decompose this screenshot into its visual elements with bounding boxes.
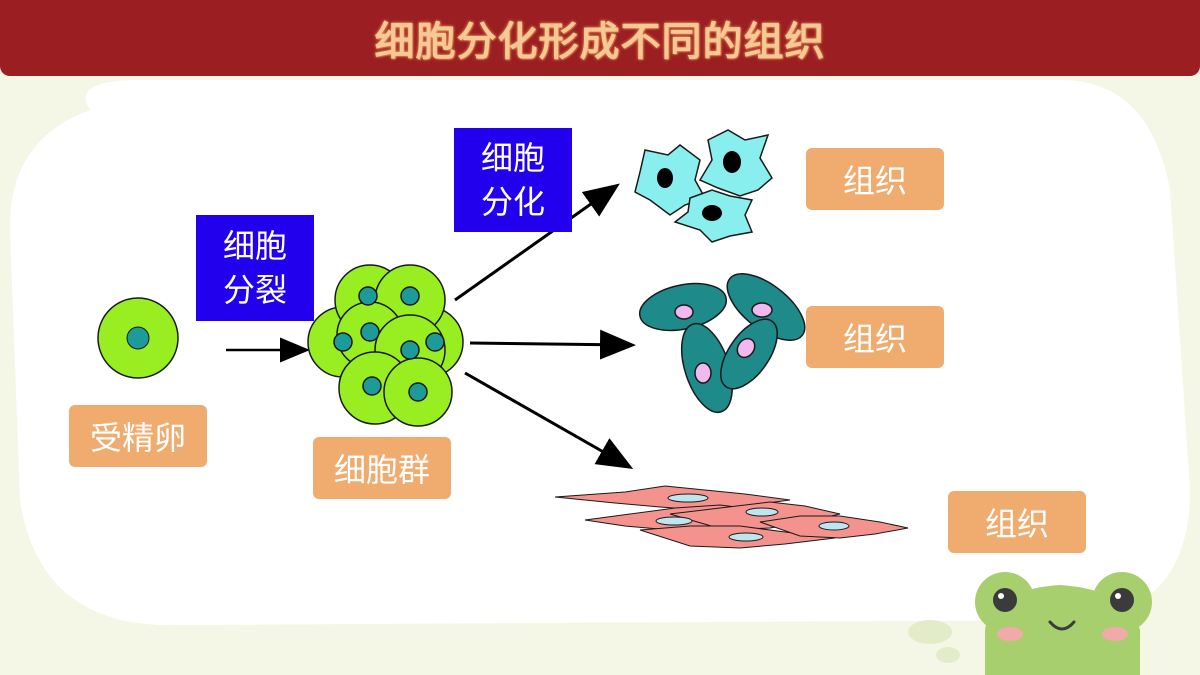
header-bar: 细胞分化形成不同的组织 [0, 0, 1200, 76]
arrow-to-tissue-3 [464, 371, 634, 469]
cell-group-cluster [307, 264, 464, 427]
label-tissue-3: 组织 [948, 491, 1086, 553]
fertilized-egg-cell [97, 297, 179, 379]
tissue-2-cells [638, 273, 806, 414]
frog-mascot [908, 572, 1152, 675]
process-cell-differentiation: 细胞 分化 [454, 128, 572, 232]
arrow-to-tissue-2 [469, 329, 636, 360]
page-title: 细胞分化形成不同的组织 [374, 19, 826, 65]
label-tissue-2: 组织 [806, 306, 944, 368]
tissue-1-cells [634, 129, 773, 243]
process-cell-differentiation-line2: 分化 [480, 183, 545, 221]
watermark-en: EN [1126, 528, 1171, 561]
process-cell-division-line2: 分裂 [222, 271, 287, 309]
process-cell-division-line1: 细胞 [222, 227, 287, 265]
label-tissue-1: 组织 [806, 148, 944, 210]
arrow-to-tissue-1 [454, 183, 620, 302]
label-cell-group: 细胞群 [313, 437, 451, 499]
label-fertilized-egg: 受精卵 [69, 405, 207, 467]
process-cell-differentiation-line1: 细胞 [480, 139, 545, 177]
tissue-3-cells [554, 485, 909, 549]
process-cell-division: 细胞 分裂 [196, 215, 314, 321]
